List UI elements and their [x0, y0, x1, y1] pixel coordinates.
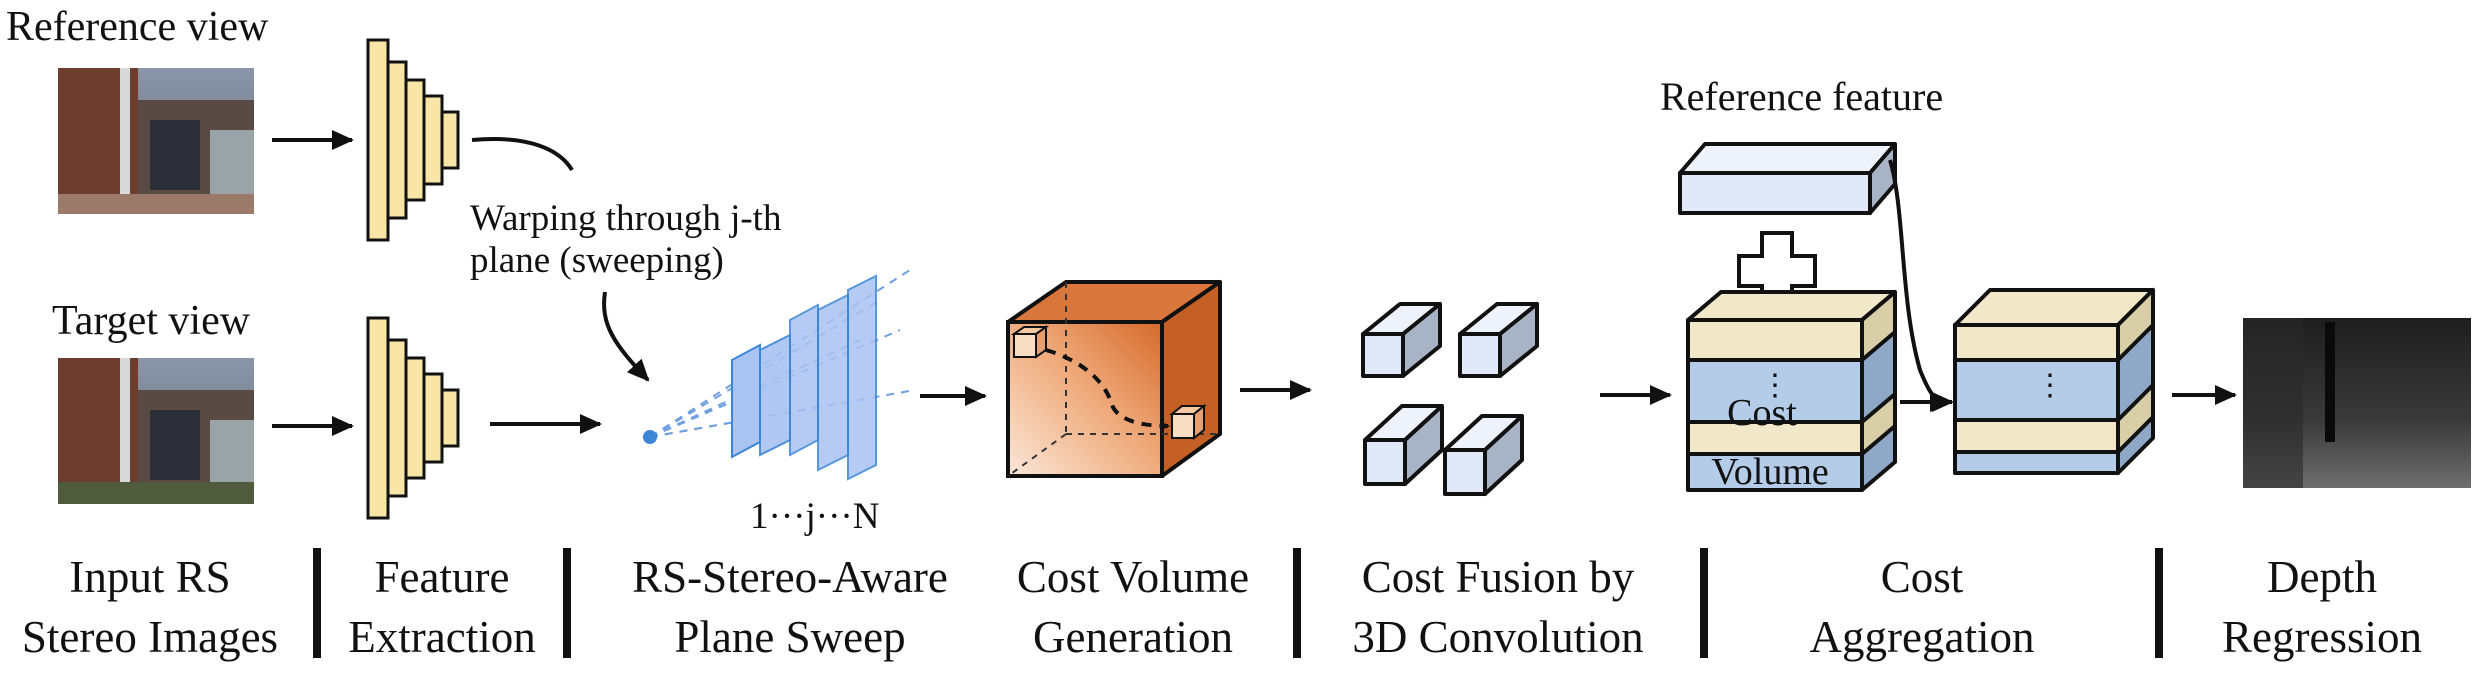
- reference-feature-block: [1678, 142, 1897, 215]
- warping-label-line2: plane (sweeping): [470, 240, 724, 281]
- stage-label-aggregation-line2: Aggregation: [1810, 612, 2035, 662]
- reference-view-label: Reference view: [6, 4, 269, 50]
- camera-center: [643, 430, 657, 444]
- vertical-ellipsis-2: ⋮: [2035, 369, 2065, 402]
- feature-extractor-target: [366, 316, 460, 520]
- target-view-image: [58, 358, 254, 504]
- stage-label-input-line2: Stereo Images: [22, 612, 278, 662]
- reference-feature-arrow: [1888, 159, 1952, 412]
- stage-label-sweep-line1: RS-Stereo-Aware: [632, 552, 948, 602]
- stage-label-fusion-line2: 3D Convolution: [1352, 612, 1643, 662]
- feature-extractor-reference: [366, 38, 460, 242]
- plane-index-label: 1···j···N: [750, 496, 879, 537]
- stage-label-feature-line2: Extraction: [348, 612, 535, 662]
- stage-label-depth-line1: Depth: [2267, 552, 2377, 602]
- warping-label-line1: Warping through j-th: [470, 198, 782, 239]
- stage-separators: [313, 548, 2163, 658]
- stage-label-fusion-line1: Cost Fusion by: [1362, 552, 1635, 602]
- aggregated-volume-block: [1953, 288, 2155, 475]
- stage-label-cost-line1: Cost Volume: [1017, 552, 1249, 602]
- stage-label-depth-line2: Regression: [2222, 612, 2422, 662]
- target-view-label: Target view: [52, 298, 251, 344]
- cost-fusion-blocks: [1361, 302, 1539, 496]
- warping-curve: [471, 137, 574, 172]
- warping-arrow: [602, 291, 650, 382]
- cost-volume-cube: [1006, 280, 1222, 478]
- stage-label-cost-line2: Generation: [1033, 612, 1233, 662]
- reference-view-image: [58, 68, 254, 214]
- cost-volume-label-line2: Volume: [1711, 451, 1829, 493]
- stage-label-sweep-line2: Plane Sweep: [674, 612, 905, 662]
- stage-label-aggregation-line1: Cost: [1881, 552, 1964, 602]
- reference-feature-label: Reference feature: [1660, 74, 1943, 119]
- depth-map-image: [2243, 318, 2471, 488]
- vertical-ellipsis-1: ⋮: [1760, 369, 1790, 402]
- cost-volume-label-line1: Cost: [1727, 392, 1797, 434]
- cost-volume-block: [1686, 290, 1897, 492]
- stage-label-input-line1: Input RS: [69, 552, 230, 602]
- plane-sweep: [643, 269, 916, 481]
- stage-label-feature-line1: Feature: [375, 552, 510, 602]
